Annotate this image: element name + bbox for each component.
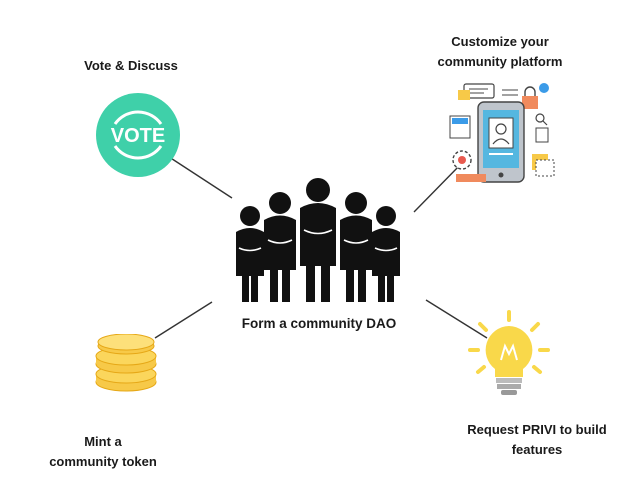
- center-label: Form a community DAO: [241, 316, 397, 331]
- request-label: Request PRIVI to build features: [447, 420, 627, 460]
- request-label-line1: Request PRIVI to build: [467, 422, 607, 437]
- customize-label-line2: community platform: [437, 54, 563, 69]
- token-label: Mint a community token: [43, 432, 163, 472]
- request-label-line2: features: [511, 442, 563, 457]
- lightbulb-icon: [468, 310, 550, 395]
- connector-customize: [413, 162, 463, 213]
- token-label-line2: community token: [49, 454, 157, 469]
- app-customization-icon: [449, 83, 555, 183]
- vote-label: Vote & Discuss: [84, 58, 178, 73]
- connector-request: [425, 299, 488, 339]
- vote-badge-icon: VOTE: [96, 93, 180, 177]
- coin-stack-icon: [95, 334, 157, 392]
- vote-badge-text: VOTE: [111, 125, 165, 147]
- customize-label-line1: Customize your: [451, 34, 549, 49]
- community-group-icon: [236, 178, 400, 302]
- connector-vote: [162, 152, 233, 199]
- token-label-line1: Mint a: [84, 434, 122, 449]
- connector-token: [154, 301, 213, 339]
- customize-label: Customize your community platform: [420, 32, 580, 72]
